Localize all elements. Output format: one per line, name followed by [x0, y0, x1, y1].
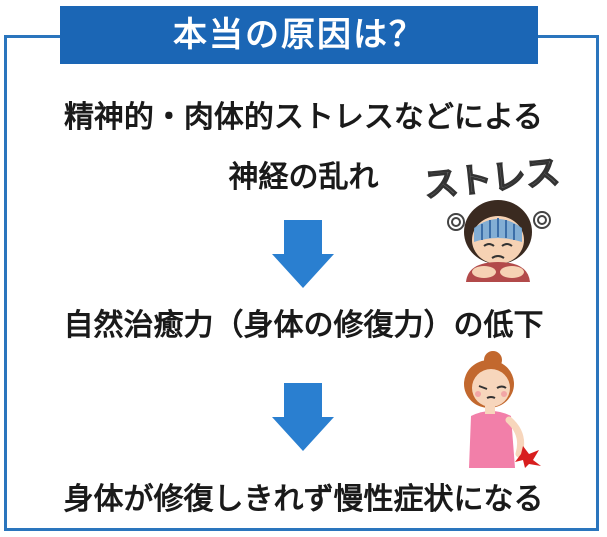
stressed-person-icon: ストレス: [421, 151, 562, 282]
back-pain-woman-icon: [464, 351, 541, 468]
cause-line-4: 身体が修復しきれず慢性症状になる: [63, 482, 544, 517]
down-arrow-icon: [272, 383, 334, 451]
cause-line-1: 精神的・肉体的ストレスなどによる: [63, 100, 544, 135]
cause-line-2: 神経の乱れ: [228, 160, 379, 195]
svg-text:ストレス: ストレス: [422, 152, 561, 206]
cause-line-3: 自然治癒力（身体の修復力）の低下: [63, 308, 544, 343]
down-arrow-icon: [272, 220, 334, 288]
page-title: 本当の原因は？: [60, 6, 538, 64]
